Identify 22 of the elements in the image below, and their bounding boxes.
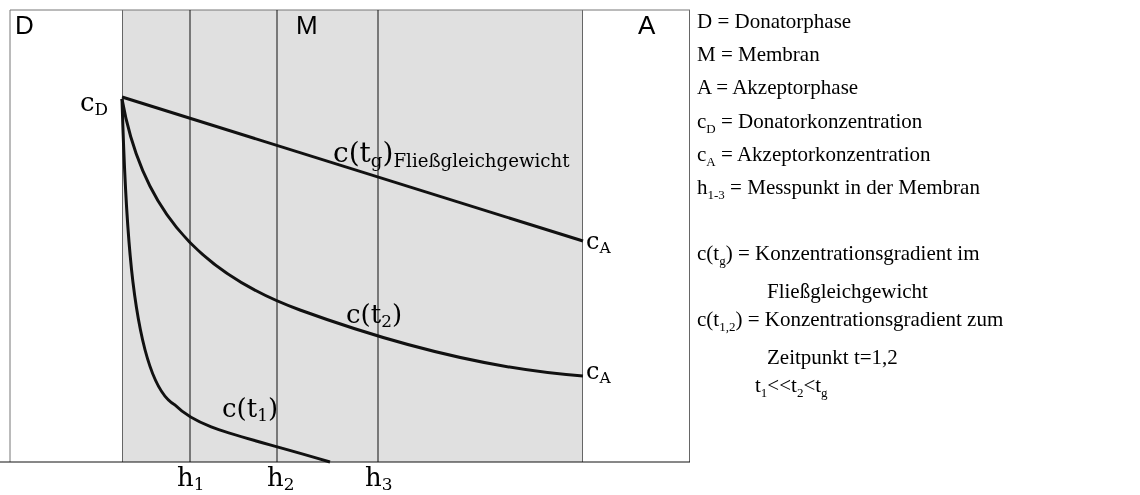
key-entry: A = Akzeptorphase xyxy=(697,74,859,101)
curve-label: c$_{D}$ xyxy=(80,88,109,119)
key-entry: h$_{1-3}$ = Messpunkt in der Membran xyxy=(697,174,980,205)
key-entry: D = Donatorphase xyxy=(697,8,852,35)
key-entry: c(t$_{1,2}$) = Konzentrationsgradient zum Zeitpunkt t=1,2 xyxy=(697,306,1005,372)
region-letter: A xyxy=(638,10,656,40)
axis-label: h$_{3}$ xyxy=(365,463,393,494)
key-entry: c$_{D}$ = Donatorkonzentration xyxy=(697,108,923,139)
curve-label: c$_{A}$ xyxy=(586,358,611,388)
region-letter: D xyxy=(15,10,34,40)
key-entry: t$_{1}$<<t$_{2}$<t$_{g}$ xyxy=(755,372,828,403)
key-entry: c$_{A}$ = Akzeptorkonzentration xyxy=(697,141,931,172)
curve-label: c(t$_{1}$) xyxy=(222,394,279,425)
membrane-band xyxy=(122,10,583,462)
axis-label: h$_{1}$ xyxy=(177,463,205,494)
curve-label: c(t$_{g}$)$_{Fließgleichgewicht}$ xyxy=(333,138,570,171)
curve-label: c(t$_{2}$) xyxy=(346,300,403,331)
region-letter: M xyxy=(296,10,318,40)
axis-label: h$_{2}$ xyxy=(267,463,295,494)
key-entry: M = Membran xyxy=(697,41,820,68)
curve-label: c$_{A}$ xyxy=(586,228,611,258)
key-entry: c(t$_{g}$) = Konzentrationsgradient im Fließgleichgewicht xyxy=(697,240,981,306)
